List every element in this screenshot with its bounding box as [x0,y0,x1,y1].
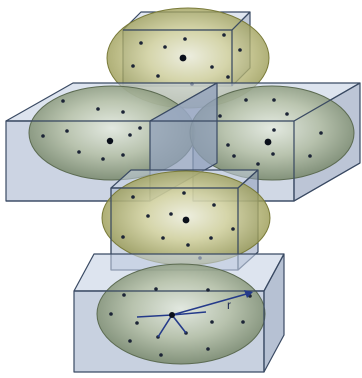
middle-left-sphere-points [41,99,142,161]
bottom-cube-front-edges [74,253,285,372]
bottom-sphere-center [169,312,175,318]
top-cube-front-edges [123,11,251,86]
bottom-sphere-points [109,287,252,357]
bottom-sphere-neighbor-links [136,311,207,338]
radius-arrow [171,290,253,316]
radius-label: r [227,298,231,312]
middle-right-sphere-points [218,98,323,166]
lower-middle-sphere-points [121,191,235,260]
